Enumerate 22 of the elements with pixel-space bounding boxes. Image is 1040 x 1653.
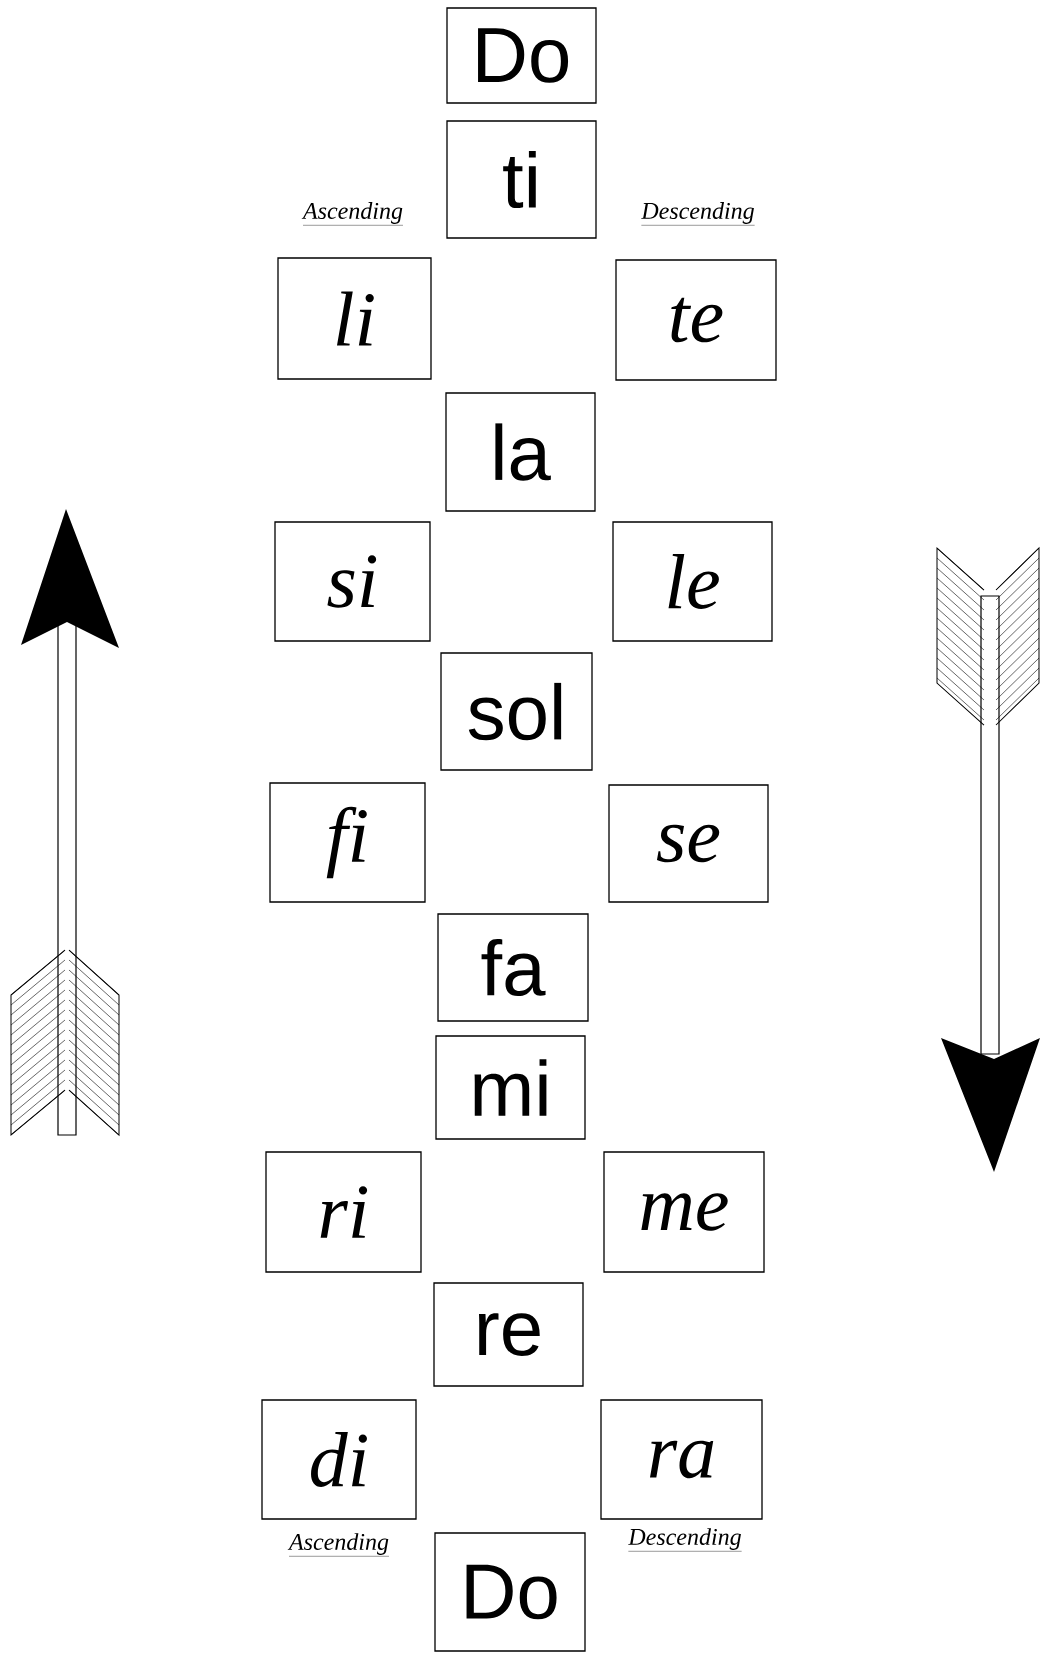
direction-label: Descending xyxy=(641,202,755,226)
syllable-box: la xyxy=(445,392,596,512)
syllable-box: re xyxy=(433,1282,584,1387)
syllable-box: ri xyxy=(265,1151,422,1273)
syllable-box: te xyxy=(615,259,777,381)
syllable-box: di xyxy=(261,1399,417,1520)
syllable-box: se xyxy=(608,784,769,903)
syllable-box: Do xyxy=(446,7,597,104)
syllable-box: fa xyxy=(437,913,589,1022)
direction-label: Descending xyxy=(628,1528,742,1552)
syllable-box: sol xyxy=(440,652,593,771)
syllable-box: li xyxy=(277,257,432,380)
syllable-box: Do xyxy=(434,1532,586,1652)
syllable-box: ti xyxy=(446,120,597,239)
syllable-box: ra xyxy=(600,1399,763,1520)
syllable-box: si xyxy=(274,521,431,642)
syllable-box: fi xyxy=(269,782,426,903)
direction-label: Ascending xyxy=(301,202,404,226)
syllable-box: me xyxy=(603,1151,765,1273)
syllable-box: le xyxy=(612,521,773,642)
direction-label: Ascending xyxy=(287,1533,390,1557)
syllable-box: mi xyxy=(435,1035,586,1140)
